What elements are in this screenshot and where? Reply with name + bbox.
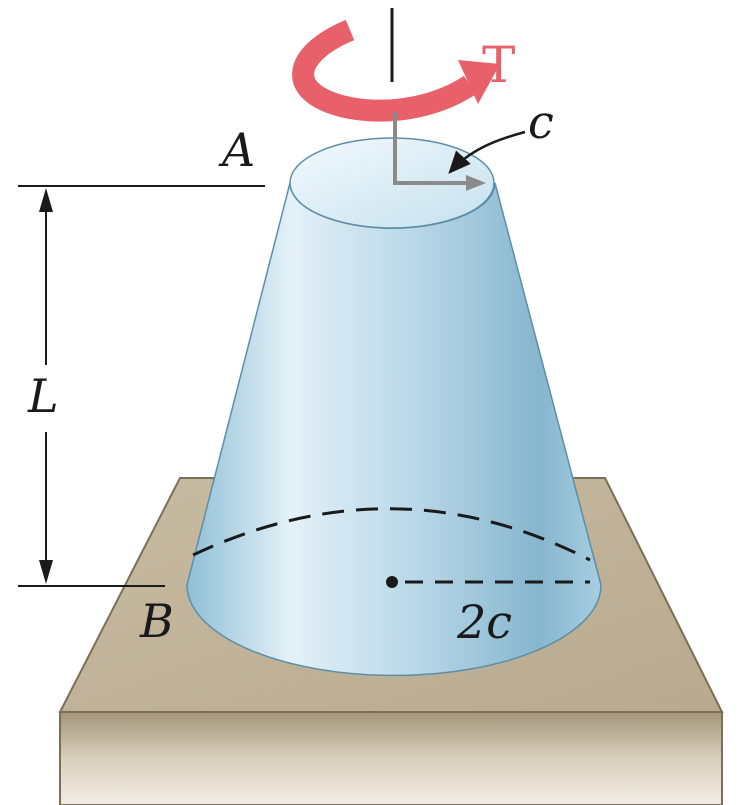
top-radius-indicator	[393, 112, 526, 191]
tapered-shaft	[186, 137, 602, 677]
length-label: L	[27, 369, 59, 423]
torque-label: T	[482, 36, 515, 94]
shaft-body	[186, 182, 602, 677]
base-plate-front	[59, 711, 723, 805]
hidden-base-edge	[192, 507, 591, 562]
end-a-label: A	[218, 123, 255, 177]
shaft-top-face	[289, 137, 495, 229]
bottom-radius-indicator	[386, 576, 590, 588]
top-radius-label: c	[528, 95, 554, 149]
bottom-radius-label: 2c	[456, 595, 512, 649]
length-dimension	[18, 185, 265, 587]
torque-arrow	[292, 19, 500, 122]
end-b-label: B	[139, 594, 174, 648]
